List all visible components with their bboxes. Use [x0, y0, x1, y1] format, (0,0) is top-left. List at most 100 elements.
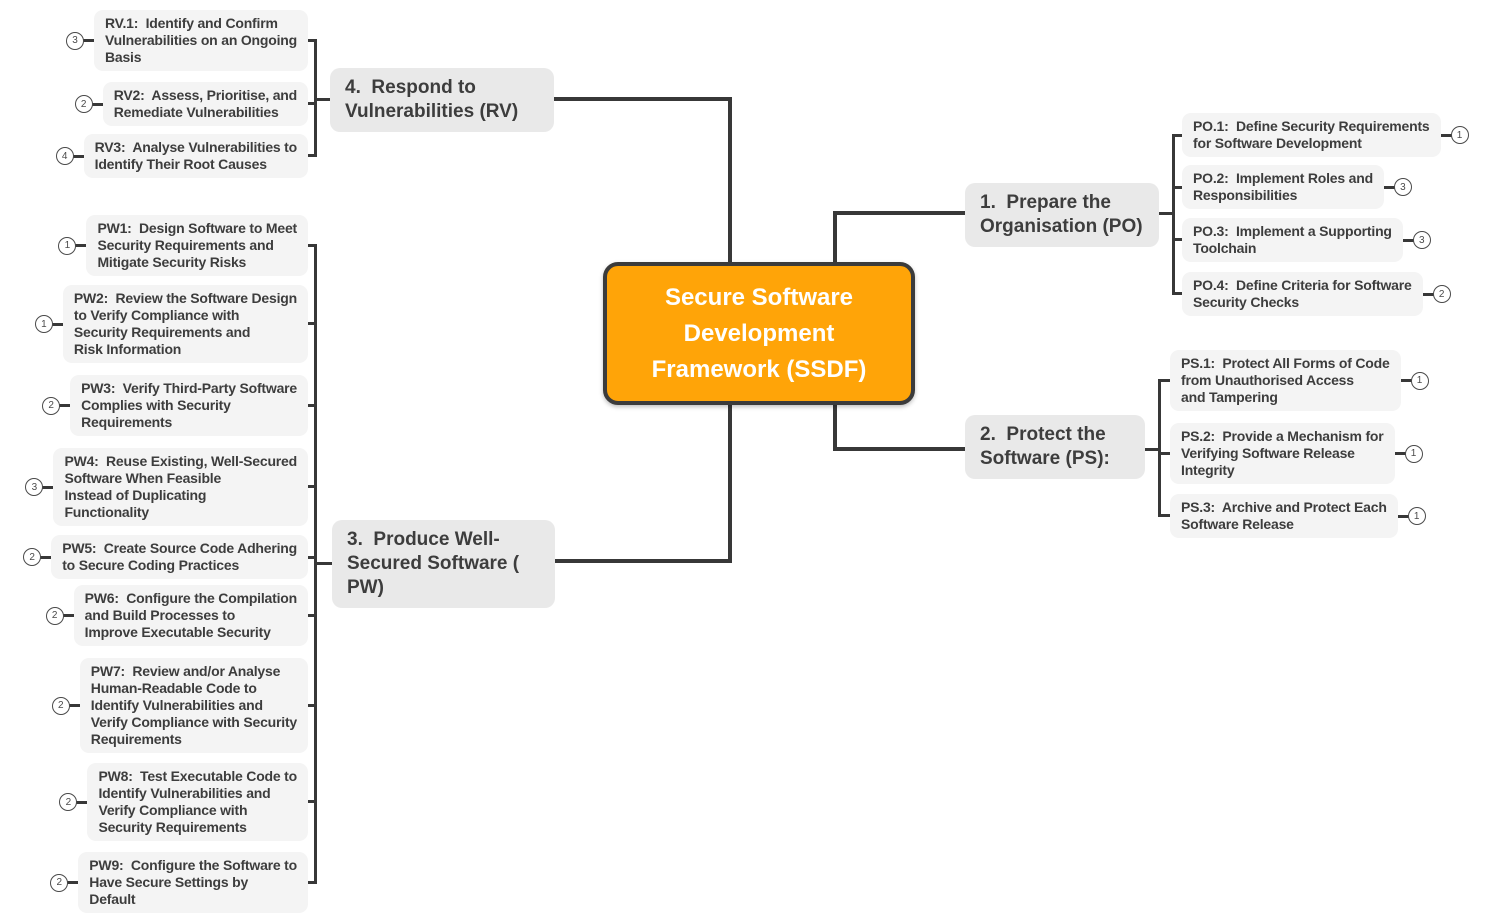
hidden-count-badge[interactable]: 1 — [1410, 371, 1429, 390]
badge-connector — [1397, 514, 1409, 518]
topic-node-pw8-label: PW8: Test Executable Code to Identify Vu… — [98, 768, 297, 835]
connector-line — [306, 102, 317, 105]
topic-node-pw5[interactable]: 2 PW5: Create Source Code Adhering to Se… — [23, 535, 308, 579]
connector-line — [306, 556, 317, 559]
topic-node-rv1[interactable]: 3 RV.1: Identify and Confirm Vulnerabili… — [65, 10, 308, 71]
connector-line — [554, 559, 732, 563]
connector-line — [1158, 452, 1171, 455]
root-node[interactable]: Secure Software Development Framework (S… — [603, 262, 915, 405]
badge-connector — [91, 102, 103, 106]
connector-line — [1155, 212, 1175, 215]
topic-node-pw4-label: PW4: Reuse Existing, Well-Secured Softwa… — [64, 453, 297, 520]
hidden-count-badge[interactable]: 1 — [1404, 444, 1423, 463]
hidden-count-badge[interactable]: 2 — [23, 548, 42, 566]
hidden-count-badge[interactable]: 2 — [74, 95, 93, 113]
hidden-count-badge[interactable]: 3 — [25, 478, 44, 496]
badge-connector — [82, 39, 94, 42]
badge-connector — [40, 555, 52, 559]
topic-node-pw7[interactable]: 2 PW7: Review and/or Analyse Human-Reada… — [51, 658, 308, 753]
branch-node-ps-label: 2. Protect the Software (PS): — [980, 424, 1110, 469]
topic-node-po4-label: PO.4: Define Criteria for Software Secur… — [1193, 277, 1412, 310]
hidden-count-badge[interactable]: 3 — [1412, 231, 1431, 249]
hidden-count-badge[interactable]: 2 — [45, 606, 64, 625]
hidden-count-badge[interactable]: 2 — [51, 696, 70, 715]
connector-line — [306, 614, 317, 617]
connector-line — [306, 704, 317, 707]
hidden-count-badge[interactable]: 4 — [55, 147, 74, 165]
connector-line — [728, 402, 732, 563]
topic-node-pw4[interactable]: 3 PW4: Reuse Existing, Well-Secured Soft… — [25, 448, 308, 526]
connector-line — [306, 881, 317, 884]
topic-node-pw8[interactable]: 2 PW8: Test Executable Code to Identify … — [59, 763, 308, 841]
hidden-count-badge[interactable]: 1 — [1407, 507, 1426, 525]
topic-node-pw7-label: PW7: Review and/or Analyse Human-Readabl… — [90, 663, 297, 747]
topic-node-pw2[interactable]: 1 PW2: Review the Software Design to Ver… — [34, 285, 308, 363]
hidden-count-badge[interactable]: 2 — [1432, 285, 1451, 303]
branch-node-rv[interactable]: 4. Respond to Vulnerabilities (RV) — [330, 68, 554, 132]
topic-node-ps3[interactable]: 1 PS.3: Archive and Protect Each Softwar… — [1170, 494, 1426, 538]
badge-connector — [1422, 292, 1434, 296]
connector-line — [306, 244, 317, 247]
connector-line — [314, 98, 336, 101]
topic-node-ps1-label: PS.1: Protect All Forms of Code from Una… — [1181, 355, 1390, 405]
topic-node-pw9[interactable]: 2 PW9: Configure the Software to Have Se… — [50, 852, 308, 913]
badge-connector — [75, 244, 87, 247]
badge-connector — [68, 704, 80, 707]
hidden-count-badge[interactable]: 2 — [59, 793, 78, 811]
badge-connector — [76, 800, 88, 804]
hidden-count-badge[interactable]: 2 — [42, 396, 61, 415]
badge-connector — [72, 154, 84, 158]
topic-node-pw6-label: PW6: Configure the Compilation and Build… — [84, 590, 298, 640]
hidden-count-badge[interactable]: 1 — [34, 315, 53, 333]
topic-node-rv3[interactable]: 4 RV3: Analyse Vulnerabilities to Identi… — [55, 134, 308, 178]
root-node-label: Secure Software Development Framework (S… — [651, 283, 867, 383]
connector-line — [554, 97, 732, 101]
connector-line — [306, 800, 317, 803]
topic-node-pw6[interactable]: 2 PW6: Configure the Compilation and Bui… — [45, 585, 308, 646]
topic-node-pw1-label: PW1: Design Software to Meet Security Re… — [97, 220, 297, 270]
connector-line — [1158, 514, 1171, 517]
topic-node-po4[interactable]: 2 PO.4: Define Criteria for Software Sec… — [1182, 272, 1451, 316]
connector-line — [833, 447, 967, 451]
topic-node-ps1[interactable]: 1 PS.1: Protect All Forms of Code from U… — [1170, 350, 1429, 411]
hidden-count-badge[interactable]: 3 — [65, 31, 84, 50]
connector-line — [306, 39, 317, 42]
branch-node-pw[interactable]: 3. Produce Well- Secured Software ( PW) — [332, 520, 555, 608]
topic-node-ps3-label: PS.3: Archive and Protect Each Software … — [1181, 499, 1387, 532]
topic-node-rv2[interactable]: 2 RV2: Assess, Prioritise, and Remediate… — [74, 82, 308, 126]
connector-line — [728, 97, 732, 265]
branch-node-ps[interactable]: 2. Protect the Software (PS): — [965, 415, 1145, 479]
hidden-count-badge[interactable]: 1 — [1450, 126, 1469, 144]
hidden-count-badge[interactable]: 3 — [1393, 178, 1412, 196]
topic-node-pw3[interactable]: 2 PW3: Verify Third-Party Software Compl… — [42, 375, 308, 436]
connector-line — [1172, 238, 1183, 241]
topic-node-pw5-label: PW5: Create Source Code Adhering to Secu… — [62, 540, 297, 573]
topic-node-po1[interactable]: 1 PO.1: Define Security Requirements for… — [1182, 113, 1469, 157]
topic-node-pw3-label: PW3: Verify Third-Party Software Complie… — [81, 380, 297, 430]
hidden-count-badge[interactable]: 1 — [58, 236, 77, 255]
badge-connector — [51, 322, 63, 326]
connector-line — [1172, 186, 1183, 189]
connector-line — [833, 211, 837, 265]
connector-line — [1158, 379, 1171, 382]
connector-line — [1172, 134, 1183, 137]
topic-node-pw2-label: PW2: Review the Software Design to Verif… — [73, 290, 297, 357]
connector-line — [833, 211, 967, 215]
branch-node-po[interactable]: 1. Prepare the Organisation (PO) — [965, 183, 1159, 247]
hidden-count-badge[interactable]: 2 — [50, 873, 69, 892]
badge-connector — [59, 404, 71, 407]
topic-node-po3[interactable]: 3 PO.3: Implement a Supporting Toolchain — [1182, 218, 1431, 262]
topic-node-ps2[interactable]: 1 PS.2: Provide a Mechanism for Verifyin… — [1170, 423, 1423, 484]
branch-node-po-label: 1. Prepare the Organisation (PO) — [980, 192, 1143, 237]
badge-connector — [42, 485, 54, 489]
badge-connector — [62, 614, 74, 617]
topic-node-rv2-label: RV2: Assess, Prioritise, and Remediate V… — [113, 87, 297, 120]
topic-node-po2[interactable]: 3 PO.2: Implement Roles and Responsibili… — [1182, 165, 1412, 209]
connector-line — [314, 562, 336, 565]
topic-node-rv3-label: RV3: Analyse Vulnerabilities to Identify… — [94, 139, 298, 172]
topic-node-pw1[interactable]: 1 PW1: Design Software to Meet Security … — [58, 215, 308, 276]
topic-node-po1-label: PO.1: Define Security Requirements for S… — [1193, 118, 1430, 151]
badge-connector — [1440, 133, 1452, 137]
branch-node-pw-label: 3. Produce Well- Secured Software ( PW) — [347, 529, 520, 598]
